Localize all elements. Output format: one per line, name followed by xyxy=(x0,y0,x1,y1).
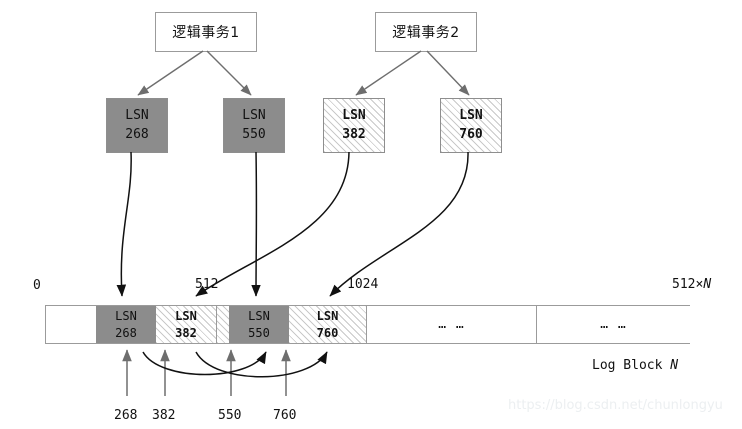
lsn-box-760-label: LSN xyxy=(459,107,483,123)
lsn-box-268: LSN 268 xyxy=(106,98,168,153)
offset-label-1024-text: 1024 xyxy=(347,277,379,292)
log-segment-760-value: 760 xyxy=(316,325,339,340)
lsn-box-268-label: LSN xyxy=(125,107,149,123)
log-segment-268: LSN 268 xyxy=(96,306,156,343)
offset-label-1024: 1024 xyxy=(347,277,378,292)
lsn-tick-label-550-text: 550 xyxy=(218,408,242,423)
lsn-to-block-curves xyxy=(116,151,469,297)
log-block-bar: LSN 268 LSN 382 LSN 550 LSN 760 … … … … xyxy=(45,305,690,344)
lsn-box-382-value: 382 xyxy=(342,126,366,142)
lsn-box-550: LSN 550 xyxy=(223,98,285,153)
lsn-box-382-label: LSN xyxy=(342,107,366,123)
lsn-box-760: LSN 760 xyxy=(440,98,502,153)
offset-label-0: 0 xyxy=(33,278,41,293)
offset-label-total-italic: N xyxy=(703,277,712,292)
log-segment-760: LSN 760 xyxy=(289,306,366,343)
log-block-caption-prefix: Log Block xyxy=(592,358,671,373)
log-segment-382-label: LSN xyxy=(175,309,197,324)
transaction-box-1-label: 逻辑事务1 xyxy=(172,25,240,41)
lsn-tick-label-550: 550 xyxy=(218,408,241,423)
txn1-branch-lines xyxy=(137,50,252,96)
lsn-box-550-value: 550 xyxy=(242,126,266,142)
lsn-tick-label-760-text: 760 xyxy=(273,408,297,423)
log-segment-550-value: 550 xyxy=(248,325,270,340)
txn2-branch-lines xyxy=(355,50,470,96)
offset-label-0-text: 0 xyxy=(33,278,41,293)
log-segment-268-value: 268 xyxy=(115,325,137,340)
log-block-caption: Log Block N xyxy=(592,358,678,373)
lsn-offset-pointers xyxy=(122,349,291,396)
lsn-box-382: LSN 382 xyxy=(323,98,385,153)
offset-label-512: 512 xyxy=(195,277,218,292)
lsn-tick-label-268: 268 xyxy=(114,408,137,423)
log-segment-empty-left xyxy=(46,306,96,343)
lsn-tick-label-382: 382 xyxy=(152,408,175,423)
log-block-caption-italic: N xyxy=(670,358,679,373)
offset-label-total-prefix: 512× xyxy=(672,277,704,292)
offset-label-512-text: 512 xyxy=(195,277,219,292)
log-segment-ellipsis-1: … … xyxy=(366,306,536,343)
log-segment-760-label: LSN xyxy=(316,309,339,324)
lsn-tick-label-760: 760 xyxy=(273,408,296,423)
log-segment-gap xyxy=(216,306,229,343)
lsn-tick-label-382-text: 382 xyxy=(152,408,176,423)
lsn-box-550-label: LSN xyxy=(242,107,266,123)
log-segment-ellipsis-2: … … xyxy=(536,306,690,343)
log-segment-382: LSN 382 xyxy=(156,306,216,343)
log-segment-550-label: LSN xyxy=(248,309,270,324)
offset-label-total: 512×N xyxy=(672,277,711,292)
log-segment-ellipsis-1-label: … … xyxy=(438,316,465,332)
transaction-box-1: 逻辑事务1 xyxy=(155,12,257,52)
watermark: https://blog.csdn.net/chunlongyu xyxy=(508,398,723,413)
log-segment-382-value: 382 xyxy=(175,325,197,340)
block-continuation-curves xyxy=(142,351,328,378)
lsn-box-760-value: 760 xyxy=(459,126,483,142)
transaction-box-2-label: 逻辑事务2 xyxy=(392,25,460,41)
log-segment-ellipsis-2-label: … … xyxy=(600,316,627,332)
lsn-tick-label-268-text: 268 xyxy=(114,408,138,423)
lsn-box-268-value: 268 xyxy=(125,126,149,142)
log-segment-550: LSN 550 xyxy=(229,306,289,343)
transaction-box-2: 逻辑事务2 xyxy=(375,12,477,52)
log-segment-268-label: LSN xyxy=(115,309,137,324)
